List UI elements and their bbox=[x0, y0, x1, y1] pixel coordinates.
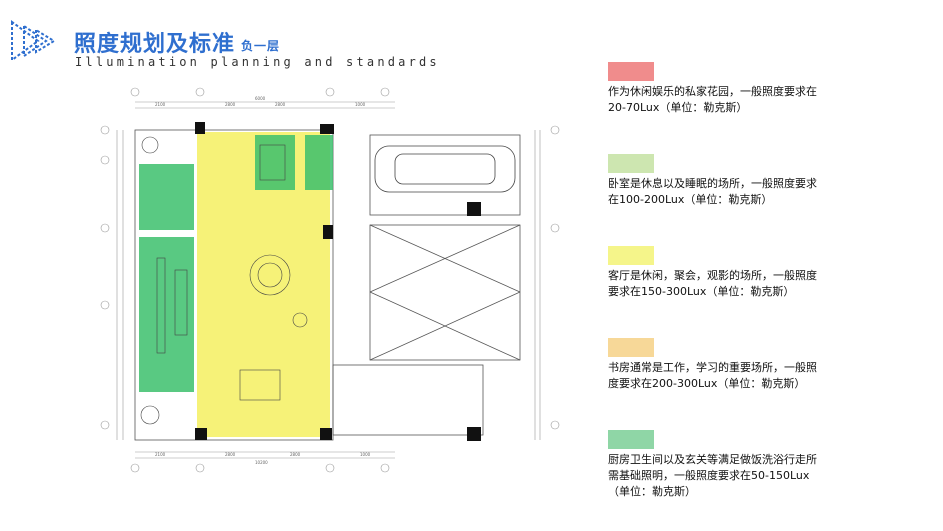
legend-swatch-study bbox=[608, 338, 654, 357]
svg-text:1000: 1000 bbox=[355, 102, 366, 107]
svg-text:1000: 1000 bbox=[360, 452, 371, 457]
svg-text:2800: 2800 bbox=[275, 102, 286, 107]
legend-item: 厨房卫生间以及玄关等满足做饭洗浴行走所需基础照明，一般照度要求在50-150Lu… bbox=[608, 430, 908, 522]
svg-text:2100: 2100 bbox=[155, 102, 166, 107]
zone-green-topleft bbox=[139, 164, 194, 230]
page-title: 照度规划及标准负一层 bbox=[74, 26, 280, 58]
zone-green-left bbox=[139, 237, 194, 392]
page-subtitle: Illumination planning and standards bbox=[75, 55, 440, 69]
svg-text:6000: 6000 bbox=[255, 96, 266, 101]
legend-item: 客厅是休闲，聚会，观影的场所，一般照度要求在150-300Lux（单位：勒克斯） bbox=[608, 246, 908, 338]
legend-text: 书房通常是工作，学习的重要场所，一般照度要求在200-300Lux（单位：勒克斯… bbox=[608, 361, 817, 390]
columns bbox=[195, 122, 481, 441]
car-outline bbox=[374, 145, 516, 193]
floor-plan: 2100 2800 2800 6000 1000 2100 2800 2800 … bbox=[100, 87, 560, 473]
svg-text:2800: 2800 bbox=[225, 102, 236, 107]
legend-swatch-living bbox=[608, 246, 654, 265]
title-text: 照度规划及标准 bbox=[74, 32, 236, 57]
legend-text: 客厅是休闲，聚会，观影的场所，一般照度要求在150-300Lux（单位：勒克斯） bbox=[608, 269, 817, 298]
svg-text:2800: 2800 bbox=[290, 452, 301, 457]
svg-text:2100: 2100 bbox=[155, 452, 166, 457]
legend-text: 厨房卫生间以及玄关等满足做饭洗浴行走所需基础照明，一般照度要求在50-150Lu… bbox=[608, 453, 817, 498]
legend: 作为休闲娱乐的私家花园，一般照度要求在20-70Lux（单位：勒克斯） 卧室是休… bbox=[608, 62, 908, 522]
zone-green-top-right bbox=[305, 135, 333, 190]
dimension-labels: 2100 2800 2800 6000 1000 2100 2800 2800 … bbox=[155, 96, 371, 465]
legend-item: 作为休闲娱乐的私家花园，一般照度要求在20-70Lux（单位：勒克斯） bbox=[608, 62, 908, 154]
svg-text:2800: 2800 bbox=[225, 452, 236, 457]
zone-green-top-mid bbox=[255, 135, 295, 190]
legend-item: 书房通常是工作，学习的重要场所，一般照度要求在200-300Lux（单位：勒克斯… bbox=[608, 338, 908, 430]
svg-text:10200: 10200 bbox=[255, 460, 268, 465]
legend-swatch-bedroom bbox=[608, 154, 654, 173]
legend-swatch-garden bbox=[608, 62, 654, 81]
furniture bbox=[140, 136, 308, 425]
legend-text: 卧室是休息以及睡眠的场所，一般照度要求在100-200Lux（单位：勒克斯） bbox=[608, 177, 817, 206]
legend-swatch-kitchen bbox=[608, 430, 654, 449]
legend-item: 卧室是休息以及睡眠的场所，一般照度要求在100-200Lux（单位：勒克斯） bbox=[608, 154, 908, 246]
title-suffix: 负一层 bbox=[241, 38, 281, 53]
legend-text: 作为休闲娱乐的私家花园，一般照度要求在20-70Lux（单位：勒克斯） bbox=[608, 85, 817, 114]
logo-arrow-icon bbox=[11, 20, 56, 62]
walls bbox=[134, 129, 521, 441]
